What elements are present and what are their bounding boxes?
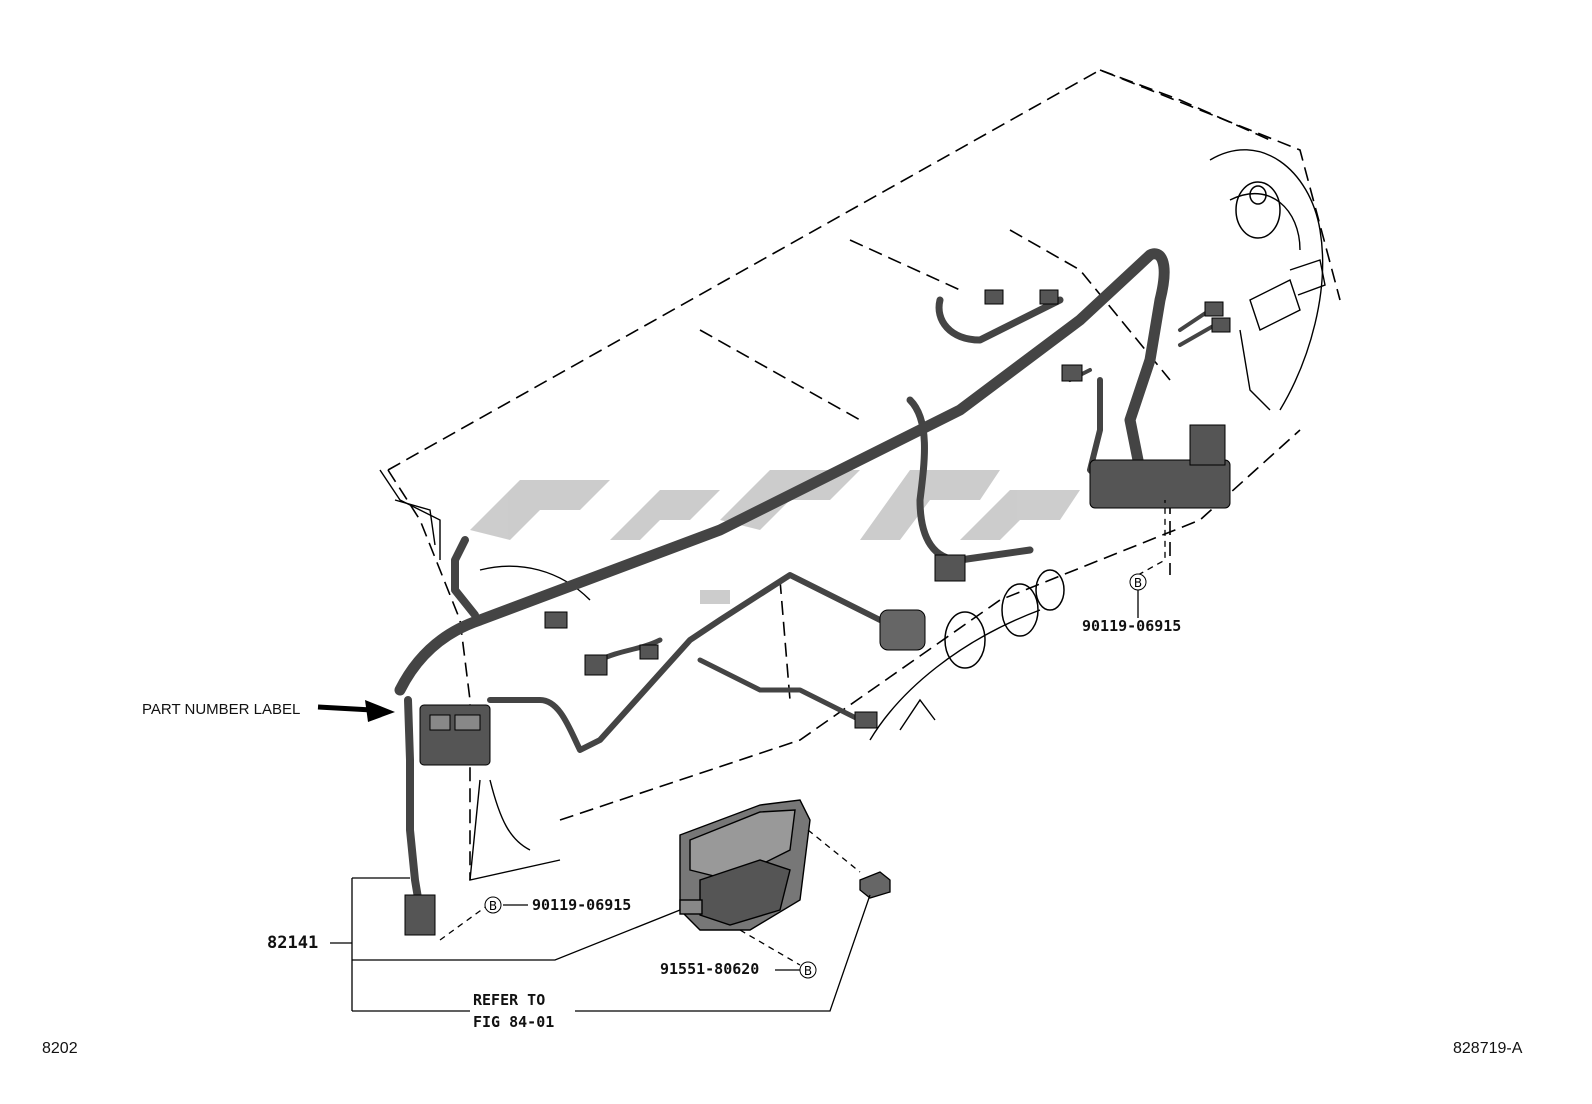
bolt-symbol-right: B: [1129, 573, 1147, 591]
junction-block: [679, 799, 811, 931]
clip-part: [859, 871, 891, 899]
harness-connectors: [404, 289, 1231, 936]
main-part-number: 82141: [267, 933, 319, 953]
vent-circles: [944, 181, 1281, 669]
clip-part-number: 91551-80620: [660, 960, 760, 978]
dashboard-structure: [379, 149, 1326, 881]
symbol-b-text-right: B: [1134, 576, 1142, 590]
clip-symbol: B: [799, 961, 817, 979]
drawing-number: 8202: [42, 1040, 78, 1057]
symbol-b-text-left: B: [489, 899, 497, 913]
refer-fig-text: FIG 84-01: [473, 1013, 555, 1031]
illustration-id: 828719-A: [1453, 1040, 1523, 1057]
bolt-part-number-left: 90119-06915: [532, 896, 632, 914]
refer-to-text: REFER TO: [473, 991, 546, 1009]
part-label-arrow: [317, 700, 395, 722]
wire-harness: [394, 248, 1217, 914]
bolt-part-number-right: 90119-06915: [1082, 617, 1182, 635]
part-number-label-callout: PART NUMBER LABEL: [142, 701, 301, 718]
leader-lines: [330, 575, 1139, 1012]
bolt-symbol-left: B: [484, 896, 502, 914]
symbol-b-text-clip: B: [804, 964, 812, 978]
